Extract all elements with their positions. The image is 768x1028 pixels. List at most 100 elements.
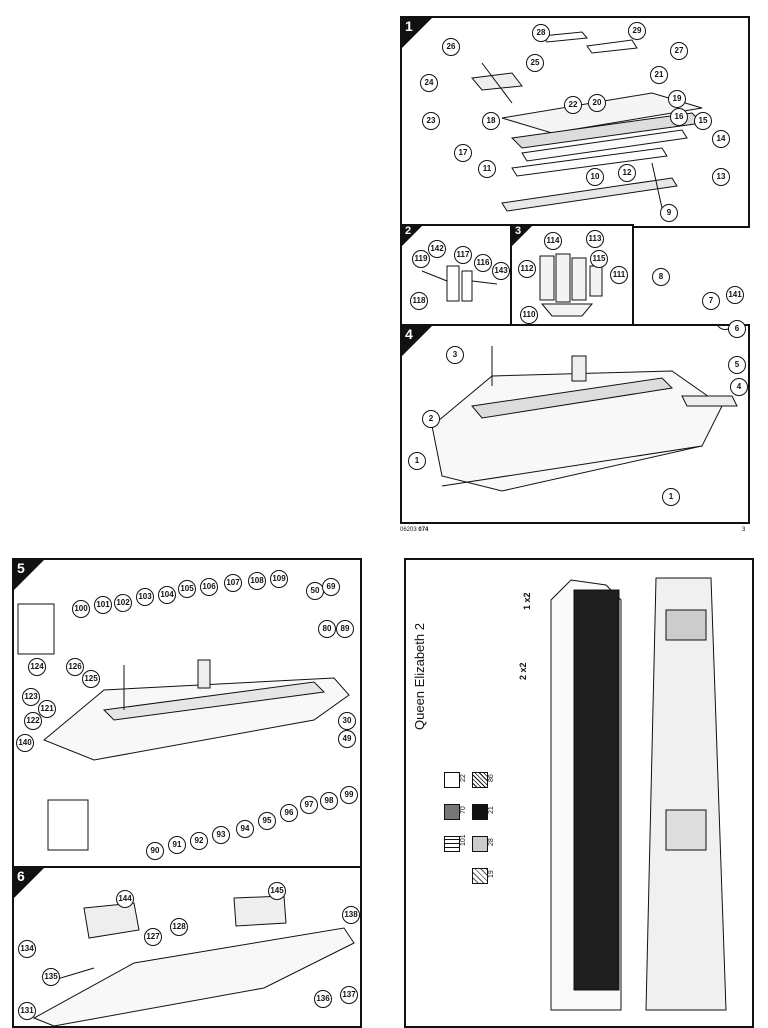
- painting-guide-panel: Queen Elizabeth 2 22 86 70 21 101 28 19 …: [404, 558, 754, 1028]
- step-marker: 1 x2: [522, 592, 532, 610]
- part-callout: 106: [200, 578, 218, 596]
- part-callout: 143: [492, 262, 510, 280]
- part-callout: 142: [428, 240, 446, 258]
- legend-label: 70: [460, 806, 467, 814]
- part-callout: 96: [280, 804, 298, 822]
- part-callout: 117: [454, 246, 472, 264]
- part-callout: 135: [42, 968, 60, 986]
- step-6-drawing: [32, 895, 355, 1026]
- part-callout: 8: [652, 268, 670, 286]
- part-callout: 2: [422, 410, 440, 428]
- part-callout: 126: [66, 658, 84, 676]
- part-callout: 25: [526, 54, 544, 72]
- part-callout: 16: [670, 108, 688, 126]
- part-callout: 80: [318, 620, 336, 638]
- legend-swatch: [472, 772, 488, 788]
- part-callout: 111: [610, 266, 628, 284]
- part-callout: 109: [270, 570, 288, 588]
- step-1-panel: 1 28 29 26 27 25 21 24 22 20 19 23 18 16…: [400, 16, 750, 228]
- part-callout: 29: [628, 22, 646, 40]
- step-1-drawing: [471, 31, 704, 212]
- legend-swatch: [444, 836, 460, 852]
- part-callout: 103: [136, 588, 154, 606]
- part-callout: 26: [442, 38, 460, 56]
- legend-label: 22: [460, 774, 467, 782]
- part-callout: 116: [474, 254, 492, 272]
- step-5-drawing: [17, 603, 350, 851]
- part-callout: 9: [660, 204, 678, 222]
- part-callout: 123: [22, 688, 40, 706]
- step-2-drawing: [421, 265, 498, 302]
- part-callout: 99: [340, 786, 358, 804]
- part-callout: 27: [670, 42, 688, 60]
- part-callout: 101: [94, 596, 112, 614]
- legend-swatch: [444, 804, 460, 820]
- part-callout: 23: [422, 112, 440, 130]
- part-callout: 108: [248, 572, 266, 590]
- step-number-corner: 4: [402, 326, 432, 356]
- step-3-drawing: [539, 253, 603, 317]
- step-4-panel: 4 141 3 2 1 5 4 1: [400, 324, 750, 524]
- part-callout: 5: [728, 356, 746, 374]
- part-callout: 97: [300, 796, 318, 814]
- legend-swatch: [472, 868, 488, 884]
- part-callout: 105: [178, 580, 196, 598]
- part-callout: 136: [314, 990, 332, 1008]
- part-callout: 14: [712, 130, 730, 148]
- part-callout: 98: [320, 792, 338, 810]
- part-callout: 69: [322, 578, 340, 596]
- part-callout: 144: [116, 890, 134, 908]
- part-callout: 11: [478, 160, 496, 178]
- part-callout: 19: [668, 90, 686, 108]
- part-callout: 21: [650, 66, 668, 84]
- part-callout: 134: [18, 940, 36, 958]
- step-3-panel: 3 114 113 112 115 111 110: [510, 224, 634, 328]
- part-callout: 122: [24, 712, 42, 730]
- part-callout: 91: [168, 836, 186, 854]
- part-callout: 12: [618, 164, 636, 182]
- part-callout: 104: [158, 586, 176, 604]
- legend-label: 86: [488, 774, 495, 782]
- part-callout: 138: [342, 906, 360, 924]
- part-callout: 22: [564, 96, 582, 114]
- part-callout: 118: [410, 292, 428, 310]
- legend-swatch: [472, 804, 488, 820]
- part-callout: 93: [212, 826, 230, 844]
- legend-label: 19: [488, 870, 495, 878]
- part-callout: 92: [190, 832, 208, 850]
- step-number-corner: 3: [512, 226, 532, 246]
- part-callout: 17: [454, 144, 472, 162]
- page-number: 3: [742, 527, 746, 533]
- part-callout: 100: [72, 600, 90, 618]
- part-callout: 124: [28, 658, 46, 676]
- part-callout: 145: [268, 882, 286, 900]
- part-callout: 13: [712, 168, 730, 186]
- part-callout: 49: [338, 730, 356, 748]
- part-callout: 90: [146, 842, 164, 860]
- part-callout: 95: [258, 812, 276, 830]
- part-callout: 140: [16, 734, 34, 752]
- part-callout: 10: [586, 168, 604, 186]
- part-callout: 15: [694, 112, 712, 130]
- step-number-corner: 1: [402, 18, 432, 48]
- step-number-corner: 2: [402, 226, 422, 246]
- page-code: 06203 074: [400, 527, 429, 533]
- legend-label: 21: [488, 806, 495, 814]
- legend-swatch: [444, 772, 460, 788]
- part-callout: 30: [338, 712, 356, 730]
- part-callout: 110: [520, 306, 538, 324]
- part-callout: 1: [662, 488, 680, 506]
- part-callout: 113: [586, 230, 604, 248]
- part-callout: 6: [728, 320, 746, 338]
- part-callout: 107: [224, 574, 242, 592]
- part-callout: 24: [420, 74, 438, 92]
- part-callout: 128: [170, 918, 188, 936]
- part-callout: 131: [18, 1002, 36, 1020]
- part-callout: 114: [544, 232, 562, 250]
- part-callout: 7: [702, 292, 720, 310]
- part-callout: 3: [446, 346, 464, 364]
- part-callout: 121: [38, 700, 56, 718]
- step-number-corner: 6: [14, 868, 44, 898]
- part-callout: 127: [144, 928, 162, 946]
- part-callout: 137: [340, 986, 358, 1004]
